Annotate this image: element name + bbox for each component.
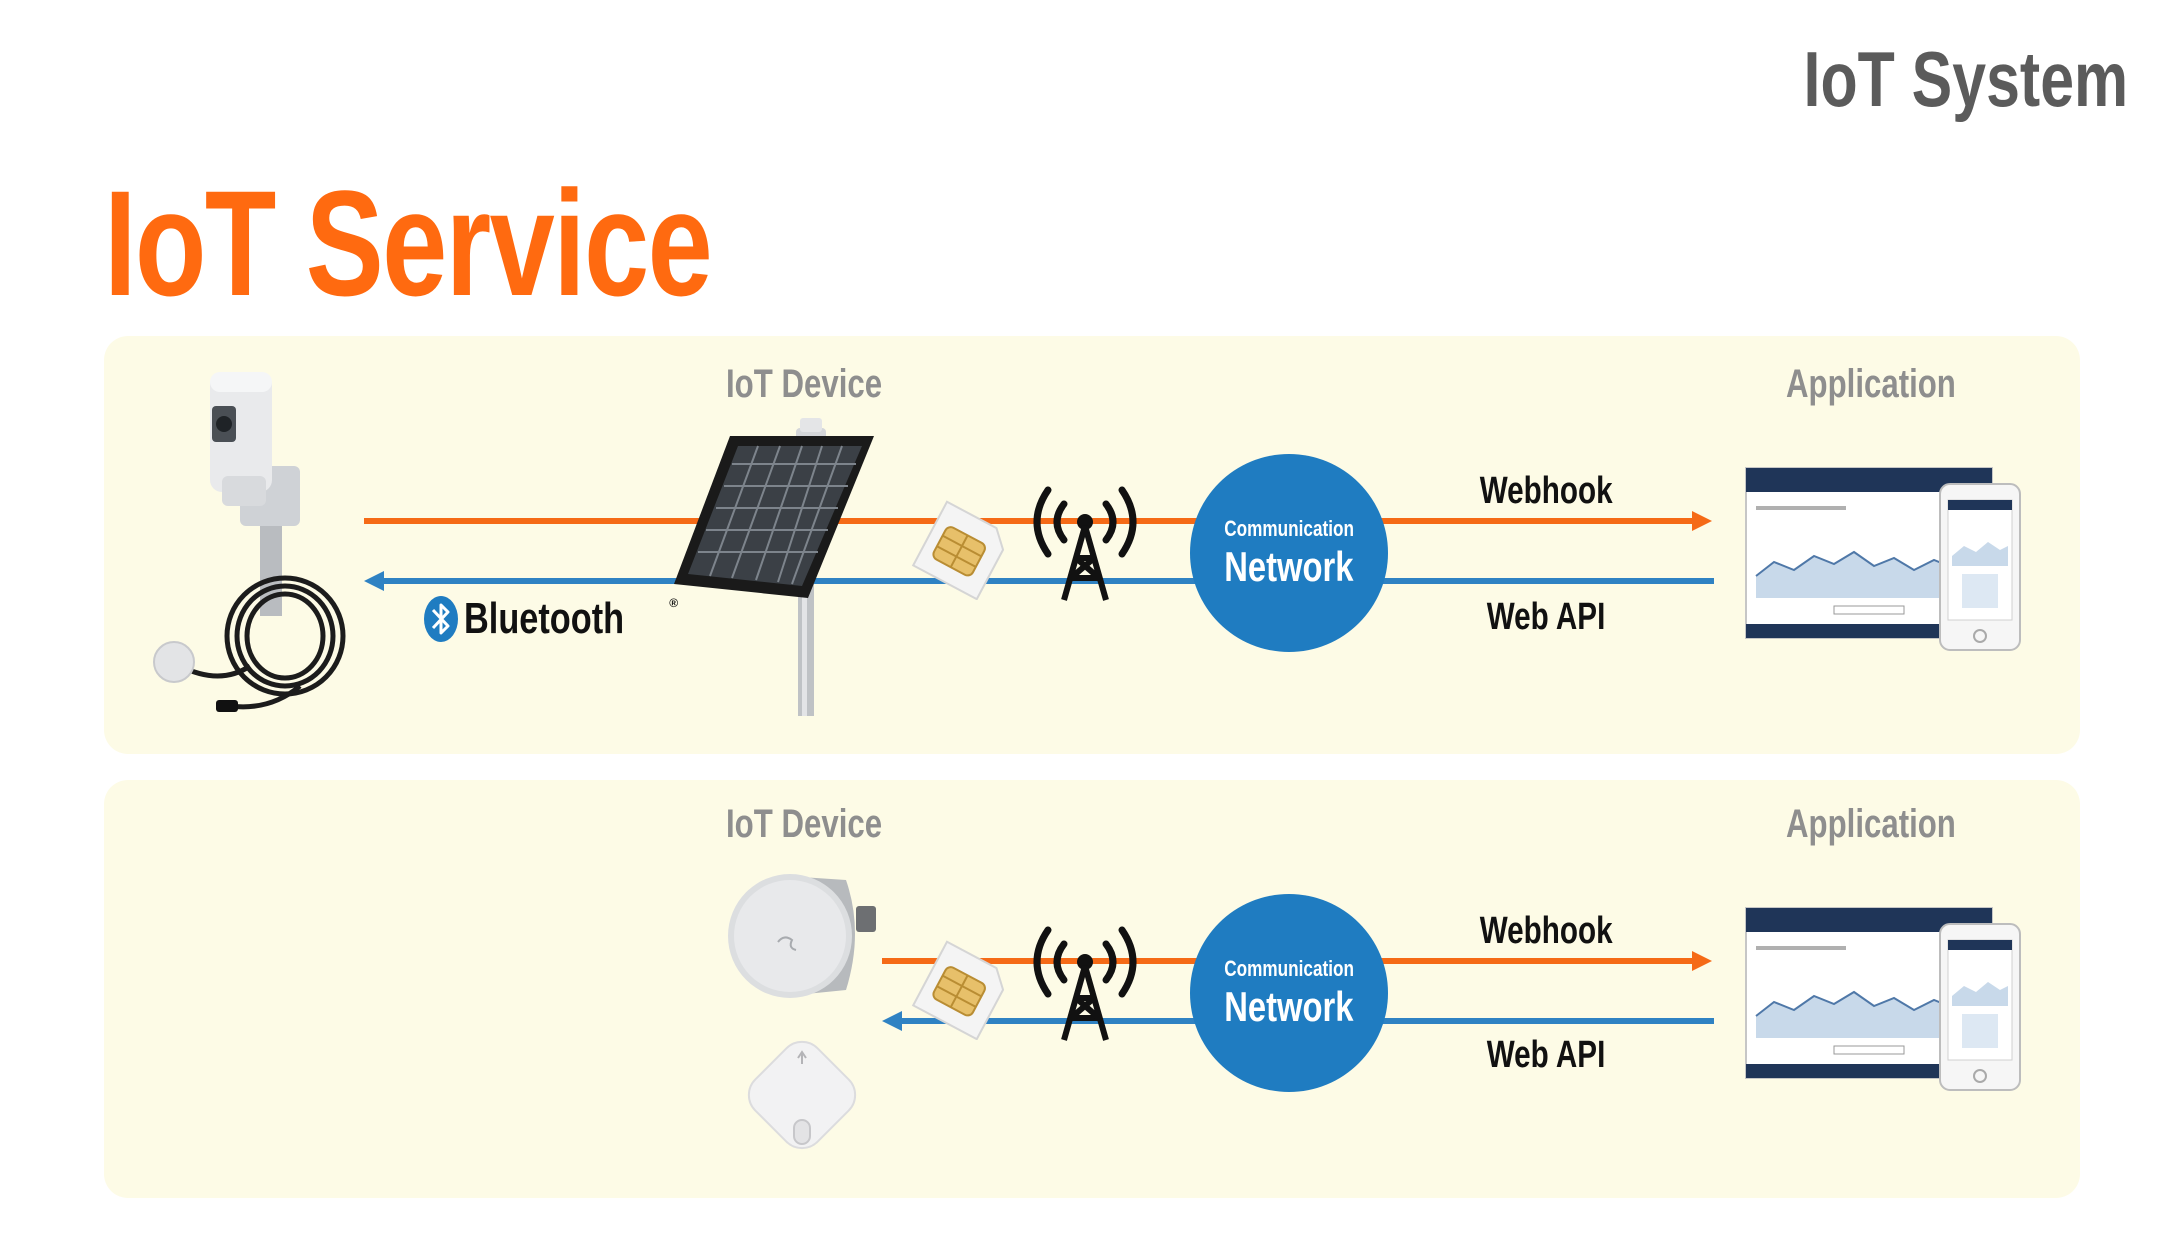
dashboard-screens-icon <box>1745 467 2021 651</box>
page-title: IoT Service <box>104 159 713 327</box>
iot-device-label: IoT Device <box>726 802 883 846</box>
solar-panel-icon <box>674 418 874 716</box>
web-api-label: Web API <box>1486 1034 1606 1076</box>
webhook-label: Webhook <box>1479 910 1613 952</box>
uplink-line <box>364 518 1694 524</box>
web-api-label: Web API <box>1486 596 1606 638</box>
uplink-arrowhead <box>1692 951 1712 971</box>
downlink-line <box>384 578 1714 584</box>
network-title: Network <box>1224 543 1354 590</box>
application-label: Application <box>1786 802 1956 846</box>
downlink-arrowhead <box>364 571 384 591</box>
sim-card-icon <box>911 500 1005 600</box>
bluetooth-icon <box>424 596 458 642</box>
network-title: Network <box>1224 983 1354 1030</box>
sensor-unit-icon <box>153 372 346 712</box>
uplink-arrowhead <box>1692 511 1712 531</box>
system-label: IoT System <box>1803 35 2128 123</box>
bluetooth-logo: Bluetooth® <box>424 596 678 642</box>
iot-device-label: IoT Device <box>726 362 883 406</box>
communication-network-node: Communication Network <box>1190 454 1388 652</box>
tag-sensor-icon <box>747 1040 857 1150</box>
dashboard-screens-icon <box>1745 907 2021 1091</box>
sim-card-icon <box>911 940 1005 1040</box>
network-caption: Communication <box>1224 516 1354 541</box>
network-caption: Communication <box>1224 956 1354 981</box>
round-sensor-icon <box>728 874 876 998</box>
downlink-arrowhead <box>882 1011 902 1031</box>
communication-network-node: Communication Network <box>1190 894 1388 1092</box>
antenna-tower-icon <box>1033 926 1137 1041</box>
application-label: Application <box>1786 362 1956 406</box>
webhook-label: Webhook <box>1479 470 1613 512</box>
antenna-tower-icon <box>1033 486 1137 601</box>
